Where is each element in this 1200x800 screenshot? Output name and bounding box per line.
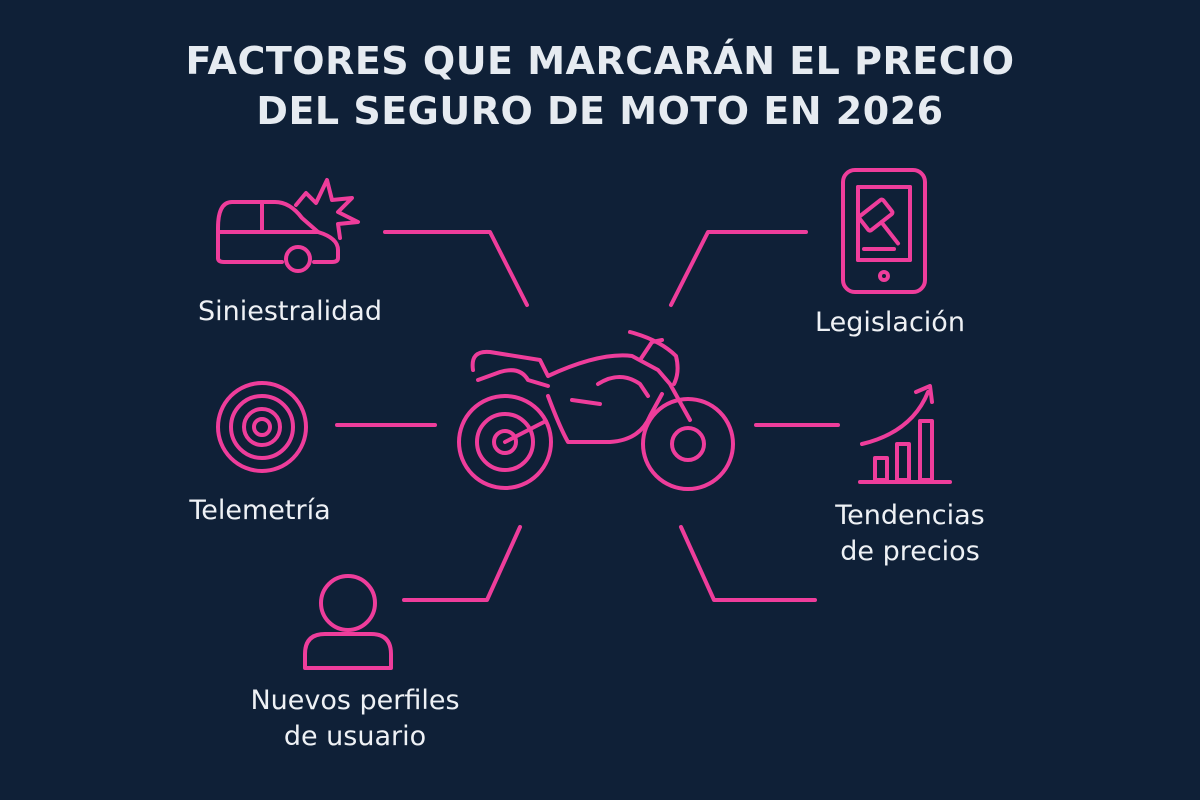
factor-label-telemetria: Telemetría: [130, 493, 390, 529]
factor-label-perfiles-line-2: de usuario: [283, 721, 427, 752]
factor-label-siniestralidad-text: Siniestralidad: [198, 296, 382, 327]
factor-label-tendencias: Tendencias de precios: [770, 498, 1050, 570]
factor-label-tendencias-line-1: Tendencias: [835, 500, 985, 531]
factor-label-tendencias-line-2: de precios: [840, 536, 980, 567]
factor-label-perfiles-line-1: Nuevos perfiles: [250, 685, 460, 716]
rising-bar-chart-icon: [858, 384, 952, 484]
connector-siniestralidad: [383, 230, 529, 307]
title-line-2: DEL SEGURO DE MOTO EN 2026: [256, 89, 944, 133]
connector-perfiles: [402, 525, 522, 602]
factor-label-telemetria-text: Telemetría: [189, 495, 331, 526]
connector-legislacion: [669, 230, 808, 307]
factor-label-siniestralidad: Siniestralidad: [150, 294, 430, 330]
motorcycle-icon: [457, 330, 735, 491]
target-icon: [216, 381, 308, 473]
title-line-1: FACTORES QUE MARCARÁN EL PRECIO: [185, 39, 1015, 83]
page-title: FACTORES QUE MARCARÁN EL PRECIO DEL SEGU…: [0, 36, 1200, 136]
factor-label-legislacion-text: Legislación: [815, 307, 965, 338]
car-crash-icon: [216, 178, 360, 273]
connector-tendencias-lower: [679, 525, 817, 602]
factor-label-perfiles: Nuevos perfiles de usuario: [215, 683, 495, 755]
user-icon: [303, 574, 393, 670]
factor-label-legislacion: Legislación: [760, 305, 1020, 341]
phone-gavel-icon: [841, 168, 927, 294]
